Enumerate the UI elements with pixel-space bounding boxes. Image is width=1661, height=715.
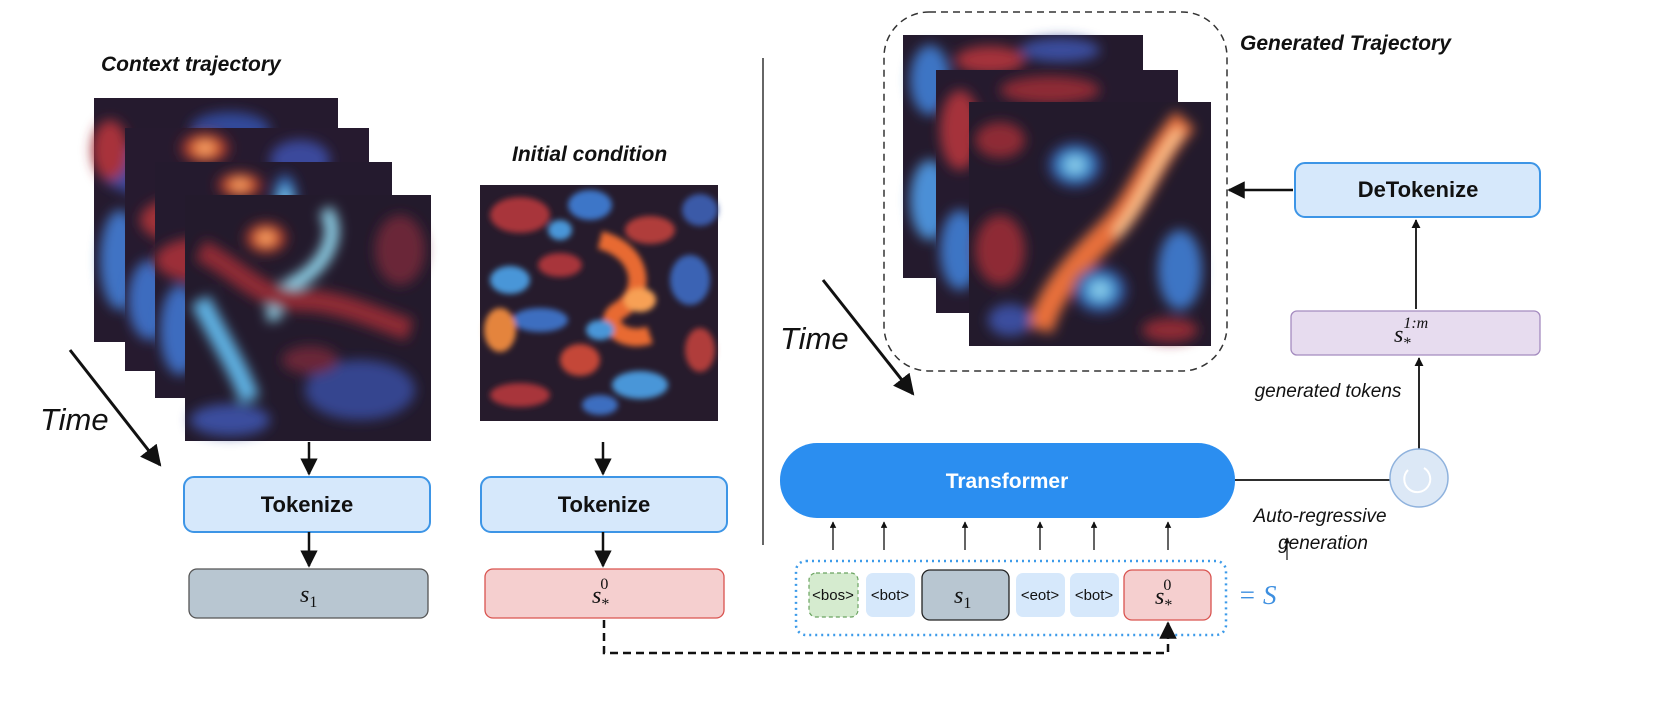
initial-token-s0: [484, 568, 725, 619]
initial-token-s0-label: s*0: [592, 576, 609, 613]
autoregressive-label-line2: generation: [1278, 533, 1368, 554]
context-tokenize-box: [183, 476, 431, 533]
autoregressive-loop-icon: [1389, 448, 1449, 508]
seq-token-bos: [808, 572, 859, 618]
seq-token-bot-1-label: <bot>: [871, 587, 910, 604]
context-frame-4: [185, 195, 431, 441]
generated-tokens-math: s*1:m: [1394, 315, 1428, 352]
context-token-s1-label: s1: [300, 582, 317, 611]
seq-token-eot: [1016, 573, 1065, 617]
autoregressive-label-line1: Auto-regressive: [1252, 506, 1386, 527]
context-tokenize-label: Tokenize: [261, 492, 354, 517]
generated-title: Generated Trajectory: [1240, 32, 1452, 55]
sequence-equals-label: = S: [1238, 580, 1277, 610]
context-title: Context trajectory: [101, 53, 282, 76]
transformer-label: Transformer: [946, 470, 1069, 493]
detokenize-box: [1294, 162, 1541, 218]
seq-token-bos-label: <bos>: [812, 587, 854, 604]
generated-tokens-label: generated tokens: [1255, 381, 1402, 402]
context-token-s1: [188, 568, 429, 619]
seq-token-s0-label: s*0: [1155, 577, 1172, 614]
seq-token-s1: [921, 569, 1010, 621]
seq-token-bot-1: [866, 573, 915, 617]
generated-time-label: Time: [780, 321, 849, 356]
generated-tokens-box: [1290, 310, 1541, 356]
seq-token-bot-2-label: <bot>: [1075, 587, 1114, 604]
generated-frame-3: [969, 102, 1211, 346]
generated-trajectory-group: [883, 11, 1228, 372]
context-time-label: Time: [40, 402, 109, 437]
seq-token-eot-label: <eot>: [1021, 587, 1060, 604]
sequence-box: [794, 559, 1228, 637]
seq-token-s0: [1123, 569, 1212, 621]
initial-tokenize-label: Tokenize: [558, 492, 651, 517]
detokenize-label: DeTokenize: [1358, 177, 1479, 202]
seq-token-bot-2: [1070, 573, 1119, 617]
initial-condition-image: [480, 185, 718, 421]
seq-token-s1-label: s1: [954, 583, 971, 612]
initial-to-sequence-dashed-arrow: [602, 620, 1177, 655]
transformer-block: [780, 443, 1235, 518]
context-time-arrow: [68, 349, 162, 467]
generated-time-arrow: [821, 279, 915, 396]
initial-title: Initial condition: [512, 143, 667, 166]
